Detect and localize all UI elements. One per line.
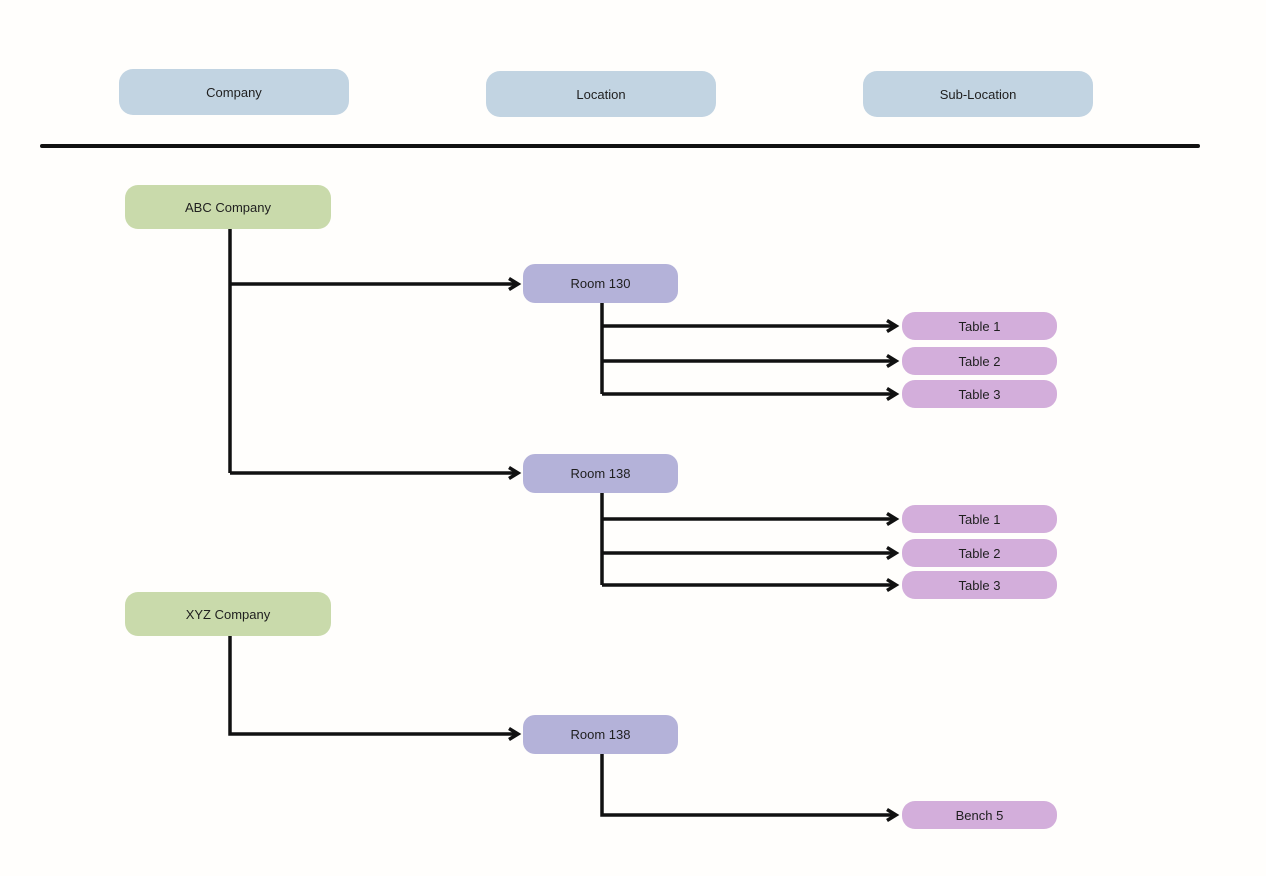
- node-sublocation-table1-room130[interactable]: Table 1: [902, 312, 1057, 340]
- node-sublocation-table1-room138[interactable]: Table 1: [902, 505, 1057, 533]
- node-sublocation-table1-room138-label: Table 1: [958, 511, 1001, 527]
- column-header-location[interactable]: Location: [486, 71, 716, 117]
- column-header-sublocation-label: Sub-Location: [939, 86, 1017, 102]
- node-location-room138-abc-label: Room 138: [570, 466, 631, 481]
- node-sublocation-table3-room138-label: Table 3: [958, 577, 1001, 593]
- node-sublocation-table2-room130-label: Table 2: [958, 353, 1001, 369]
- header-divider-line: [40, 144, 1200, 148]
- node-sublocation-table2-room138[interactable]: Table 2: [902, 539, 1057, 567]
- node-sublocation-table3-room138[interactable]: Table 3: [902, 571, 1057, 599]
- node-sublocation-bench5-label: Bench 5: [955, 807, 1004, 823]
- node-sublocation-table3-room130-label: Table 3: [958, 386, 1001, 402]
- node-location-room130-abc-label: Room 130: [570, 276, 631, 291]
- edge-room138xyz-to-bench5: [600, 754, 900, 822]
- node-location-room138-xyz[interactable]: Room 138: [523, 715, 678, 754]
- node-location-room138-xyz-label: Room 138: [570, 727, 631, 742]
- column-header-sublocation[interactable]: Sub-Location: [863, 71, 1093, 117]
- column-header-company-label: Company: [206, 84, 262, 100]
- node-company-xyz-label: XYZ Company: [185, 606, 271, 622]
- node-sublocation-table2-room138-label: Table 2: [958, 545, 1001, 561]
- node-company-abc-label: ABC Company: [185, 199, 271, 215]
- node-sublocation-table2-room130[interactable]: Table 2: [902, 347, 1057, 375]
- column-header-location-label: Location: [576, 86, 626, 102]
- node-location-room138-abc[interactable]: Room 138: [523, 454, 678, 493]
- node-company-abc[interactable]: ABC Company: [125, 185, 331, 229]
- node-company-xyz[interactable]: XYZ Company: [125, 592, 331, 636]
- node-sublocation-bench5[interactable]: Bench 5: [902, 801, 1057, 829]
- column-header-company[interactable]: Company: [119, 69, 349, 115]
- node-location-room130-abc[interactable]: Room 130: [523, 264, 678, 303]
- node-sublocation-table1-room130-label: Table 1: [958, 318, 1001, 334]
- edge-xyz-to-room138: [228, 636, 522, 741]
- node-sublocation-table3-room130[interactable]: Table 3: [902, 380, 1057, 408]
